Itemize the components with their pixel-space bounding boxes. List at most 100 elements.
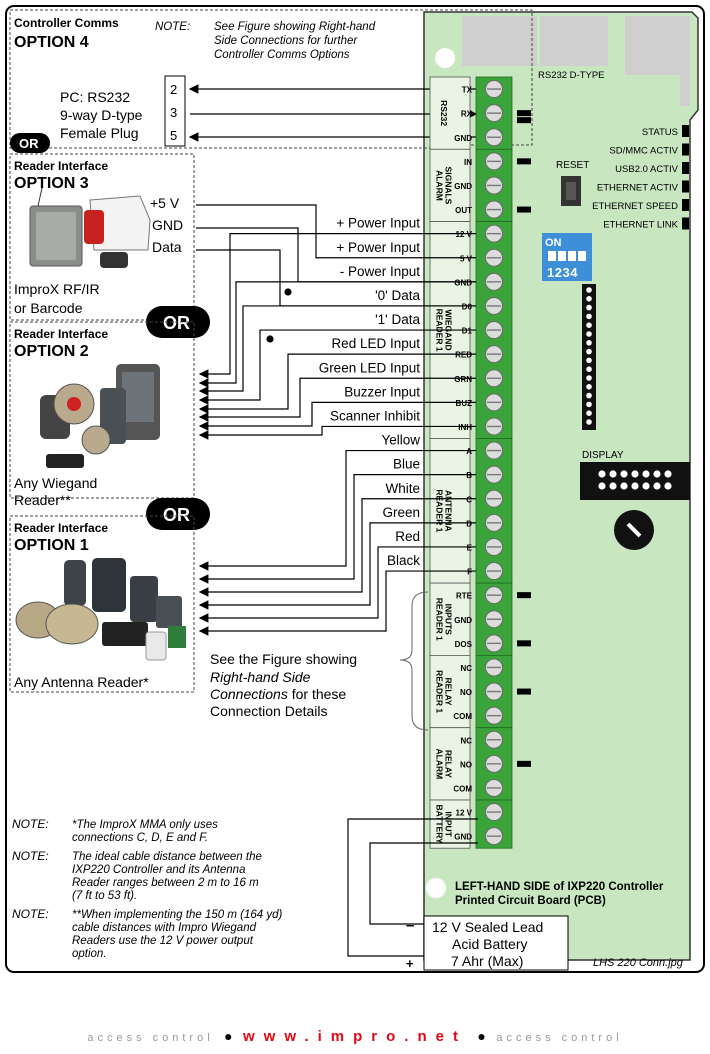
wiegand-label-power-input: + Power Input <box>336 216 420 231</box>
option1-caption: Any Antenna Reader* <box>14 674 149 690</box>
pin-label-nc: NC <box>460 664 472 673</box>
display-pin <box>664 470 672 478</box>
status-led-sd-mmc-activ <box>682 143 689 156</box>
terminal-group-label: READER 1 <box>435 598 445 641</box>
pin-label-rx: RX <box>461 110 473 119</box>
pin-label-f: F <box>467 568 472 577</box>
battery-minus: – <box>406 917 414 934</box>
terminal-group-rs232-0 <box>429 76 471 150</box>
pin-header-dot <box>586 410 592 417</box>
contrast-potentiometer-slot <box>626 522 642 538</box>
pin-label-com: COM <box>453 712 472 721</box>
terminal-block-reader-1-antenna-3 <box>475 438 513 584</box>
dip-switch-1 <box>548 251 556 261</box>
connection-diagram: RS232 D-TYPE Controller Comms OPTION 4 N… <box>5 5 705 973</box>
pin-header-dot <box>586 322 592 329</box>
pin-label-no: NO <box>460 760 472 769</box>
note-line: Readers use the 12 V power output <box>72 935 254 947</box>
indicator-led <box>517 688 531 695</box>
wiring <box>196 204 476 636</box>
pin-header-dot <box>586 348 592 355</box>
pin-label-nc: NC <box>460 736 472 745</box>
terminal-group-label: READER 1 <box>435 489 445 532</box>
option2-title1: Reader Interface <box>14 327 108 341</box>
or-badge-2-label: OR <box>163 505 190 525</box>
status-led-usb2-0-activ <box>682 162 689 174</box>
note-line: *The ImproX MMA only uses <box>72 819 218 831</box>
status-led-label-ethernet-speed: ETHERNET SPEED <box>592 201 678 212</box>
wire-antenna-black <box>198 570 476 636</box>
pin-header-dot <box>586 287 592 293</box>
pin-header-dot <box>586 401 592 408</box>
option1-box <box>9 515 195 693</box>
pc-pin-box <box>164 75 186 147</box>
option3-signal-gnd: GND <box>152 217 183 233</box>
wiegand-label-power-input: - Power Input <box>340 264 421 279</box>
pin-label-gnd: GND <box>454 182 472 191</box>
reset-button-inner <box>566 182 576 200</box>
pin-header-dot <box>586 357 592 364</box>
option1-title1: Reader Interface <box>14 521 108 535</box>
status-led-ethernet-link <box>682 217 689 230</box>
display-pin <box>609 482 617 490</box>
wire-antenna-red <box>198 546 476 623</box>
notes: NOTE:*The ImproX MMA only usesconnection… <box>12 817 282 960</box>
status-led-status <box>682 125 689 137</box>
terminal-group-label: RELAY <box>444 678 454 706</box>
option2-box <box>9 321 195 499</box>
terminal-group-reader-1-inputs-4 <box>429 582 471 656</box>
battery-plus: + <box>406 956 414 971</box>
antenna-reader-image <box>15 558 186 661</box>
terminal-group-label: RELAY <box>444 750 454 778</box>
wire-wiegand-4 <box>198 353 476 414</box>
footer-left: access control <box>87 1032 214 1044</box>
footer-url[interactable]: www.impro.net <box>243 1028 467 1045</box>
note-line: The ideal cable distance between the <box>72 851 262 863</box>
display-key <box>625 493 655 500</box>
display-label: DISPLAY <box>582 450 624 461</box>
terminal-group-label: SIGNALS <box>444 167 454 205</box>
pin-label-grn: GRN <box>454 375 472 384</box>
display-pin <box>653 470 661 478</box>
antenna-label-red: Red <box>395 529 420 544</box>
wire-antenna-white <box>198 498 476 597</box>
pin-label-inh: INH <box>458 423 472 432</box>
antenna-label-blue: Blue <box>393 457 420 472</box>
pin-label-buz: BUZ <box>456 399 473 408</box>
see-figure-line2: Right-hand Side <box>210 669 311 685</box>
wiegand-label-power-input: + Power Input <box>336 240 420 255</box>
pin-header-dot <box>586 340 592 346</box>
header-note-line1: See Figure showing Right-hand <box>214 21 376 33</box>
terminal-group-label: READER 1 <box>435 670 445 713</box>
see-figure-line4: Connection Details <box>210 703 328 719</box>
pin-label-gnd: GND <box>454 134 472 143</box>
reset-label: RESET <box>556 160 589 171</box>
wire-option3-5v <box>196 204 476 259</box>
option2-title2: OPTION 2 <box>14 343 89 360</box>
pin-label-d1: D1 <box>462 327 473 336</box>
pcb-top-connector-c <box>625 16 690 106</box>
option2-caption1: Any Wiegand <box>14 475 97 491</box>
display-connector-pins <box>598 470 672 500</box>
see-figure-for-these: for these <box>288 686 347 702</box>
see-figure-brace <box>399 591 429 731</box>
pin-header-dots <box>586 287 592 425</box>
antenna-label-white: White <box>385 481 420 496</box>
status-led-label-status: STATUS <box>642 127 678 138</box>
pin-label-d: D <box>466 519 472 528</box>
terminal-group-label: ANTENNA <box>444 490 454 532</box>
indicator-led <box>517 760 531 767</box>
rs232-dtype-label: RS232 D-TYPE <box>538 70 605 81</box>
terminal-group-reader-1-relay-5 <box>429 655 471 729</box>
dip-switch-4 <box>578 251 586 261</box>
image-label: LHS 220 Conn.jpg <box>593 957 684 969</box>
wire-junction <box>284 288 292 296</box>
terminal-group-battery-input-7 <box>429 799 471 849</box>
pin-label-red: RED <box>455 351 472 360</box>
pin-label-dos: DOS <box>455 640 473 649</box>
or-badge-small <box>10 133 50 153</box>
footer: access control ● www.impro.net ● access … <box>0 1028 710 1050</box>
footer-right: access control <box>496 1032 623 1044</box>
option3-title2: OPTION 3 <box>14 175 89 192</box>
